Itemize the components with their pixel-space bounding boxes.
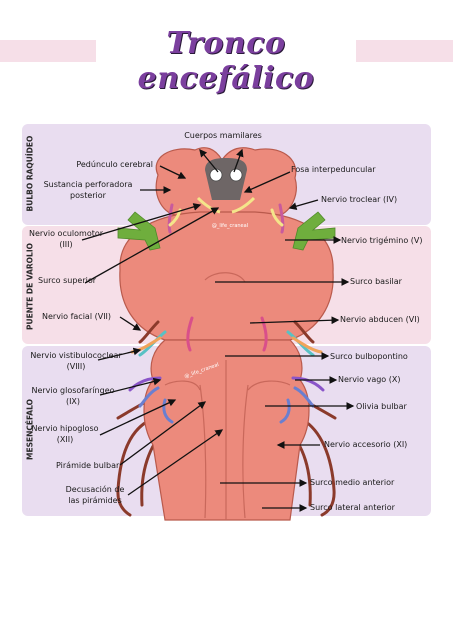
- label-nervio-accesorio: Nervio accesorio (XI): [324, 440, 408, 449]
- page-title: Tronco encefálico: [137, 26, 315, 96]
- label-piramide-bulbar: Pirámide bulbar: [56, 461, 120, 470]
- label-surco-bulbopontino: Surco bulbopontino: [330, 352, 408, 361]
- label-decusacion-2: las pirámides: [68, 496, 122, 505]
- label-nervio-abducen: Nervio abducen (VI): [340, 315, 420, 324]
- label-surco-medio-anterior: Surco medio anterior: [310, 478, 395, 487]
- nerve-oculomotor-troclear: [167, 203, 285, 234]
- label-oliva-bulbar: Olivia bulbar: [356, 402, 407, 411]
- watermark-text: @_life_craneal: [212, 223, 248, 229]
- label-nervio-oculomotor-1: Nervio oculomotor: [28, 229, 104, 238]
- label-nervio-glosofaringeo-1: Nervio glosofaríngeo: [31, 386, 115, 395]
- label-nervio-oculomotor-2: (III): [59, 240, 73, 249]
- label-nervio-hipogloso-1: Nervio hipogloso: [31, 424, 99, 433]
- nerves-medulla: [128, 376, 325, 424]
- label-nervio-trigemino: Nervio trigémino (V): [341, 236, 423, 245]
- label-fosa-interpeduncular: Fosa interpeduncular: [291, 165, 376, 174]
- label-surco-superior: Surco superior: [38, 276, 97, 285]
- label-nervio-vestibulococlear-1: Nervio vistibulococlear: [30, 351, 122, 360]
- label-nervio-facial: Nervio facial (VII): [42, 312, 112, 321]
- label-cuerpos-mamilares: Cuerpos mamilares: [184, 131, 262, 140]
- title-band-left: [0, 40, 96, 62]
- annotation-arrows: [81, 148, 355, 512]
- label-nervio-vestibulococlear-2: (VIII): [66, 362, 86, 371]
- brainstem-body: [119, 147, 334, 521]
- label-nervio-hipogloso-2: (XII): [56, 435, 74, 444]
- label-sustancia-perforadora-2: posterior: [70, 191, 106, 200]
- label-surco-basilar: Surco basilar: [350, 277, 402, 286]
- label-nervio-troclear: Nervio troclear (IV): [321, 195, 398, 204]
- label-nervio-vago: Nervio vago (X): [338, 375, 401, 384]
- label-pedunculo-cerebral: Pedúnculo cerebral: [76, 160, 153, 169]
- title-band-right: [356, 40, 453, 62]
- label-sustancia-perforadora-1: Sustancia perforadora: [43, 180, 133, 189]
- label-surco-lateral-anterior: Surco lateral anterior: [310, 503, 395, 512]
- label-nervio-glosofaringeo-2: (IX): [65, 397, 81, 406]
- label-decusacion-1: Decusación de: [65, 485, 125, 494]
